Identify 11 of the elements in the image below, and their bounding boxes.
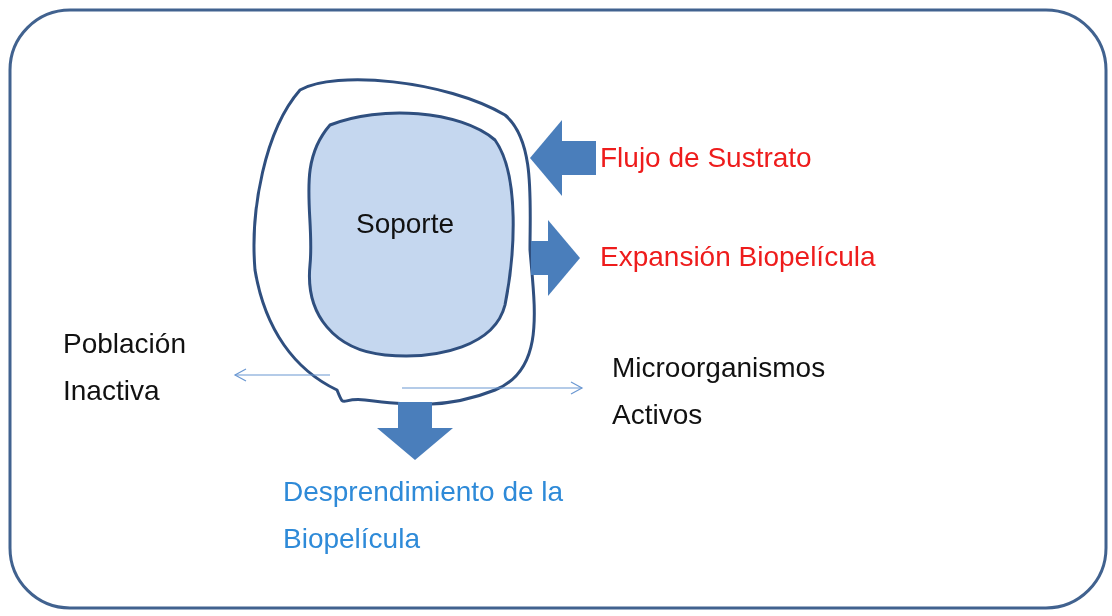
block-arrow bbox=[377, 402, 453, 460]
block-arrow bbox=[531, 220, 580, 296]
annotation-text: Expansión Biopelícula bbox=[600, 240, 877, 274]
annotation-text: Desprendimiento de la Biopelícula bbox=[283, 475, 565, 556]
annotation-text: Flujo de Sustrato bbox=[600, 141, 813, 175]
node-label: Soporte bbox=[354, 207, 456, 241]
block-arrow bbox=[530, 120, 596, 196]
leader-line bbox=[401, 381, 583, 395]
leader-line bbox=[234, 368, 331, 382]
annotation-text: Microorganismos Activos bbox=[612, 351, 827, 432]
annotation-text: Población Inactiva bbox=[63, 327, 187, 408]
